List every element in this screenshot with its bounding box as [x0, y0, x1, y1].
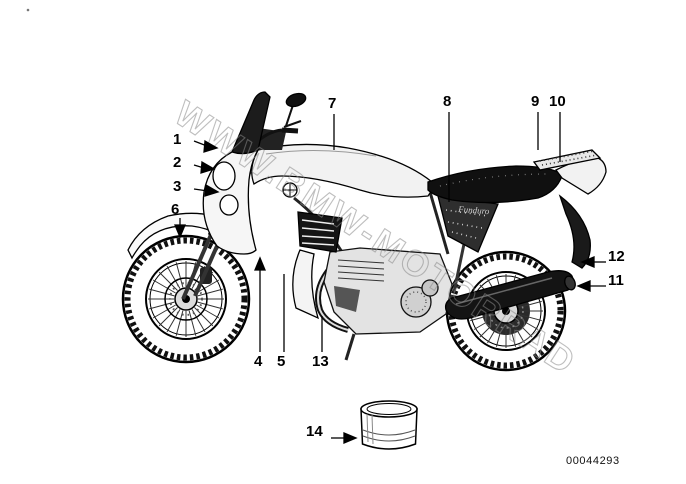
mirror: [285, 92, 307, 108]
funduro-decal: Funduro: [457, 204, 490, 216]
callout-14: 14: [306, 423, 323, 440]
callout-7: 7: [328, 95, 337, 112]
handlebar-grip: [281, 127, 299, 134]
callout-1: 1: [173, 131, 182, 148]
luggage-rack: [532, 149, 602, 171]
muffler: [444, 270, 574, 320]
image-number: 00044293: [566, 455, 620, 467]
belly-pan: [292, 249, 320, 320]
callout-11: 11: [608, 272, 624, 289]
front-wheel: [121, 234, 251, 364]
callout-10: 10: [549, 93, 566, 110]
fuel-tank: [251, 143, 434, 198]
motorcycle-body: Funduro: [127, 91, 607, 361]
paint-can: [360, 400, 418, 450]
rear-mudguard: [558, 194, 591, 269]
callout-8: 8: [443, 93, 452, 110]
headlight: [212, 161, 236, 191]
callout-13: 13: [312, 353, 329, 370]
seat: [427, 165, 563, 204]
callout-leader-lines: [174, 112, 606, 444]
callout-9: 9: [531, 93, 540, 110]
callout-3: 3: [173, 178, 182, 195]
callout-5: 5: [277, 353, 286, 370]
radiator-grille: [297, 211, 343, 253]
callout-4: 4: [254, 353, 263, 370]
side-stand: [344, 333, 356, 361]
callout-6: 6: [171, 201, 180, 218]
corner-mark: [26, 8, 30, 12]
callout-12: 12: [608, 248, 625, 265]
callout-2: 2: [173, 154, 182, 171]
